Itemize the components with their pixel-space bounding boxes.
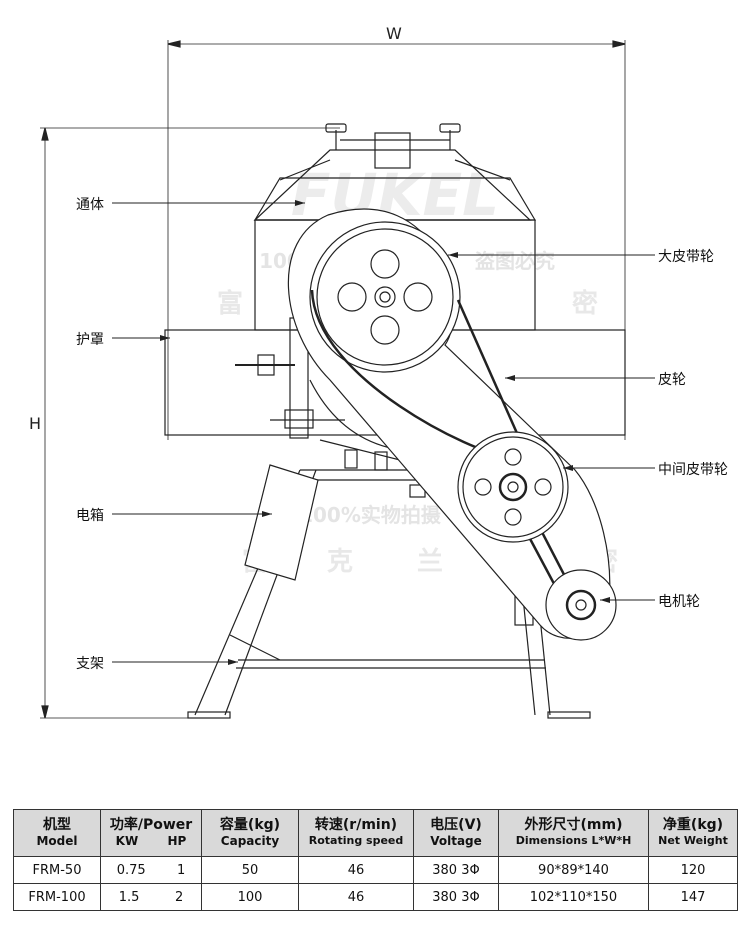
cell-weight: 147	[648, 883, 738, 911]
header-capacity-en: Capacity	[220, 834, 280, 848]
callout-electric-box: 电箱	[76, 508, 104, 524]
header-speed-en: Rotating speed	[308, 834, 404, 847]
header-model-en: Model	[36, 834, 78, 848]
callout-large-pulley: 大皮带轮	[658, 249, 714, 265]
machine-drawing: FUKEL 100%实物拍摄 盗图必究 100%实物拍摄 富 密 富 克 兰 精…	[40, 40, 655, 719]
header-power-kw: KW	[115, 834, 139, 848]
header-dims-cn: 外形尺寸(mm)	[524, 817, 623, 833]
header-weight-en: Net Weight	[658, 834, 728, 847]
header-speed: 转速(r/min) Rotating speed	[298, 809, 414, 857]
callout-stand: 支架	[76, 656, 104, 672]
header-voltage-en: Voltage	[430, 834, 482, 848]
table-header-row: 机型 Model 功率/Power KW HP 容量(kg) Capacity …	[13, 809, 738, 857]
cell-capacity: 100	[201, 883, 299, 911]
header-weight: 净重(kg) Net Weight	[648, 809, 738, 857]
header-voltage: 电压(V) Voltage	[413, 809, 499, 857]
watermark-char: 兰	[417, 547, 443, 577]
header-dimensions: 外形尺寸(mm) Dimensions L*W*H	[498, 809, 649, 857]
callout-belt: 皮轮	[658, 372, 686, 388]
cell-kw: 1.5	[118, 889, 140, 905]
watermark-line3: 盗图必究	[475, 249, 555, 273]
cell-weight: 120	[648, 856, 738, 884]
header-capacity: 容量(kg) Capacity	[201, 809, 299, 857]
cell-power: 0.75 1	[100, 856, 202, 884]
header-voltage-cn: 电压(V)	[430, 817, 482, 833]
table-row: FRM-50 0.75 1 50 46 380 3Φ 90*89*140 120	[13, 856, 738, 884]
width-dimension-label: W	[386, 24, 402, 43]
callout-guard: 护罩	[76, 332, 104, 348]
header-power-cn: 功率/Power	[109, 817, 193, 833]
cell-dimensions: 102*110*150	[498, 883, 649, 911]
cell-hp: 2	[174, 889, 184, 905]
height-dimension-label: H	[29, 414, 42, 433]
callout-middle-pulley: 中间皮带轮	[658, 462, 728, 478]
callout-body: 通体	[76, 197, 104, 213]
spec-table: 机型 Model 功率/Power KW HP 容量(kg) Capacity …	[13, 809, 738, 911]
header-power-hp: HP	[167, 834, 187, 848]
callout-motor-pulley: 电机轮	[658, 594, 700, 610]
watermark-line1b: 100%实物拍摄	[299, 503, 442, 527]
header-model: 机型 Model	[13, 809, 101, 857]
cell-model: FRM-100	[13, 883, 101, 911]
header-capacity-cn: 容量(kg)	[219, 817, 281, 833]
header-model-cn: 机型	[43, 817, 71, 833]
header-dims-en: Dimensions L*W*H	[515, 834, 632, 847]
watermark-char: 克	[327, 547, 353, 577]
cell-capacity: 50	[201, 856, 299, 884]
header-power: 功率/Power KW HP	[100, 809, 202, 857]
cell-speed: 46	[298, 883, 414, 911]
cell-voltage: 380 3Φ	[413, 883, 499, 911]
cell-kw: 0.75	[116, 862, 146, 878]
cell-dimensions: 90*89*140	[498, 856, 649, 884]
header-speed-cn: 转速(r/min)	[314, 817, 398, 833]
header-weight-cn: 净重(kg)	[662, 817, 724, 833]
watermark-char: 富	[217, 288, 243, 319]
cell-voltage: 380 3Φ	[413, 856, 499, 884]
cell-speed: 46	[298, 856, 414, 884]
cell-hp: 1	[177, 862, 186, 878]
watermark-char: 密	[572, 288, 598, 319]
cell-model: FRM-50	[13, 856, 101, 884]
